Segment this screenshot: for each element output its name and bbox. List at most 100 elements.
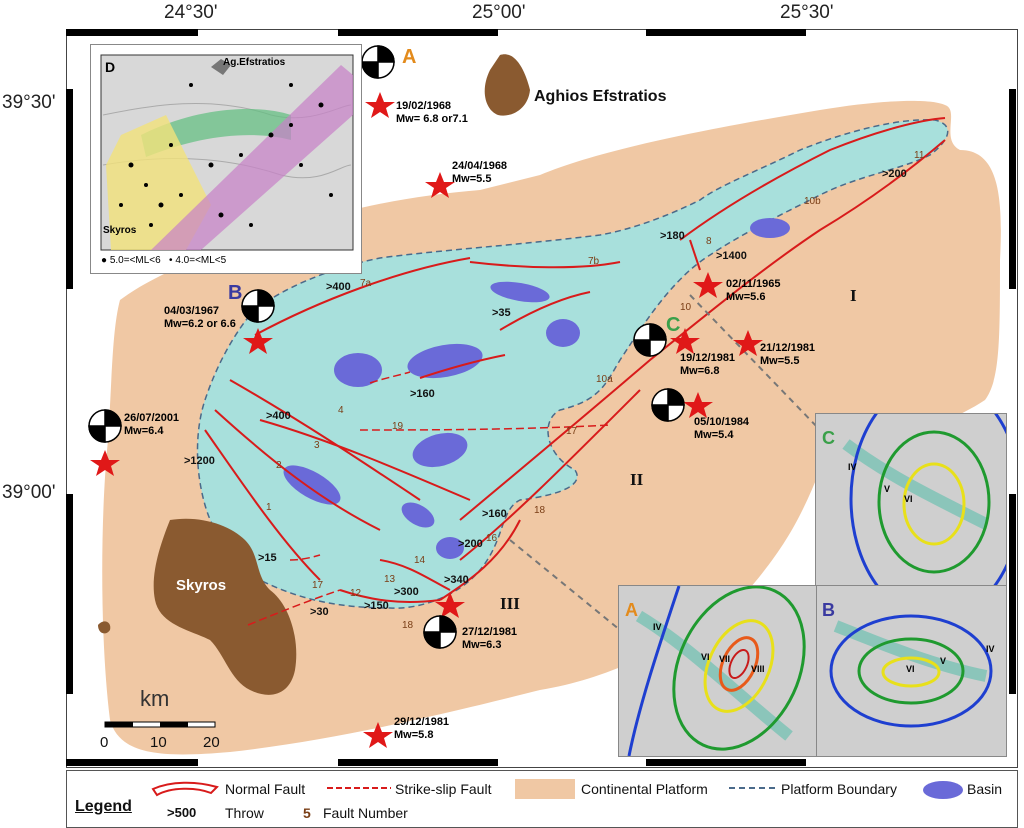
lon-label-1: 24°30' (164, 2, 218, 23)
fault-number: 13 (384, 574, 396, 585)
legend-throw-label: Throw (225, 805, 264, 821)
intensity-c-letter: C (822, 428, 835, 448)
event-letter-B: B (228, 282, 243, 304)
legend-fault-num-value: 5 (303, 805, 311, 821)
beach-balls (88, 45, 685, 649)
intensity-inset-c-canvas (816, 414, 1006, 586)
fault-number: 3 (314, 440, 320, 451)
fault-number: 17 (566, 426, 578, 437)
throw-label: >30 (310, 606, 329, 618)
throw-label: >160 (482, 508, 507, 520)
throw-label: >200 (882, 168, 907, 180)
fault-number: 7a (360, 278, 372, 289)
inset-d-letter: D (105, 59, 116, 75)
zone-I: I (850, 286, 857, 305)
inset-d-place-top: Ag.Efstratios (223, 57, 286, 68)
fault-number: 18 (402, 620, 414, 631)
faults (204, 117, 946, 603)
legend-platform-boundary: Platform Boundary (781, 781, 897, 797)
zone-separators (509, 294, 821, 631)
basins (283, 218, 790, 559)
intensity-a-letter: A (625, 600, 638, 620)
inset-d-canvas (100, 54, 354, 251)
scale-tick: 20 (203, 734, 220, 751)
strike-slip-faults (247, 371, 611, 626)
fault-number: 10a (596, 374, 613, 385)
intensity-a-label: VII (719, 654, 731, 664)
inset-d-place-bottom: Skyros (103, 225, 137, 236)
label-aghios-efstratios: Aghios Efstratios (534, 88, 667, 105)
lat-label-1: 39°30' (2, 92, 56, 113)
legend-title: Legend (75, 798, 132, 815)
platform-boundary-swatch (729, 787, 775, 789)
event-letter-A: A (402, 46, 417, 68)
intensity-c-label: V (884, 484, 891, 494)
legend-throw-value: >500 (167, 805, 197, 820)
normal-fault-swatch (151, 781, 219, 797)
lon-label-3: 25°30' (780, 2, 834, 23)
legend: Legend Normal Fault Strike-slip Fault Co… (66, 770, 1018, 828)
throw-label: >1200 (184, 455, 215, 467)
frame-ticks (66, 29, 1016, 766)
intensity-c-label: VI (904, 494, 913, 504)
fault-number: 10b (804, 196, 821, 207)
throw-label: >160 (410, 388, 435, 400)
basin-swatch (923, 781, 963, 799)
throw-label: >200 (458, 538, 483, 550)
throw-label: >15 (258, 552, 277, 564)
intensity-c-label: IV (848, 462, 857, 472)
intensity-b-letter: B (822, 600, 835, 620)
scale-tick: 10 (150, 734, 167, 751)
zone-II: II (630, 470, 644, 489)
lon-label-2: 25°00' (472, 2, 526, 23)
intensity-inset-A: A IV VI VII VIII (618, 585, 817, 757)
fault-number: 1 (266, 502, 272, 513)
label-skyros: Skyros (176, 577, 227, 594)
fault-number: 2 (276, 460, 282, 471)
fault-number: 17 (312, 580, 324, 591)
intensity-a-label: VI (701, 652, 710, 662)
throw-label: >340 (444, 574, 469, 586)
intensity-inset-b-canvas (816, 586, 1006, 756)
fault-number: 18 (534, 505, 546, 516)
legend-strike-slip: Strike-slip Fault (395, 781, 492, 797)
intensity-b-label: VI (906, 664, 915, 674)
intensity-a-label: IV (653, 622, 662, 632)
intensity-inset-a-canvas (619, 586, 816, 756)
fault-number: 7b (588, 256, 600, 267)
fault-number: 16 (486, 533, 498, 544)
epicenter-stars (90, 92, 763, 748)
fault-number: 10 (680, 302, 692, 313)
throw-label: >35 (492, 307, 511, 319)
throw-label: >1400 (716, 250, 747, 262)
throw-label: >180 (660, 230, 685, 242)
legend-basin: Basin (967, 781, 1003, 797)
intensity-a-label: VIII (751, 664, 765, 674)
intensity-b-label: V (940, 656, 947, 666)
intensity-inset-B: B IV V VI (815, 585, 1007, 757)
fault-number: 19 (392, 421, 404, 432)
scale-unit: km (140, 686, 170, 711)
scale-tick: 0 (100, 734, 109, 751)
intensity-inset-C: C IV V VI (815, 413, 1007, 587)
inset-d-legend: ● 5.0=<ML<6 • 4.0=<ML<5 (101, 255, 227, 266)
scale-bar (104, 721, 216, 728)
fault-number: 4 (338, 405, 344, 416)
throw-label: >300 (394, 586, 419, 598)
legend-continental-platform: Continental Platform (581, 781, 708, 797)
platform-swatch (515, 779, 575, 799)
aghios-efstratios-land (484, 54, 530, 116)
fault-number: 14 (414, 555, 426, 566)
strike-slip-swatch (327, 787, 391, 789)
inset-d-seismicity: D Ag.Efstratios Skyros ● 5.0=<ML<6 • 4.0… (90, 44, 362, 274)
